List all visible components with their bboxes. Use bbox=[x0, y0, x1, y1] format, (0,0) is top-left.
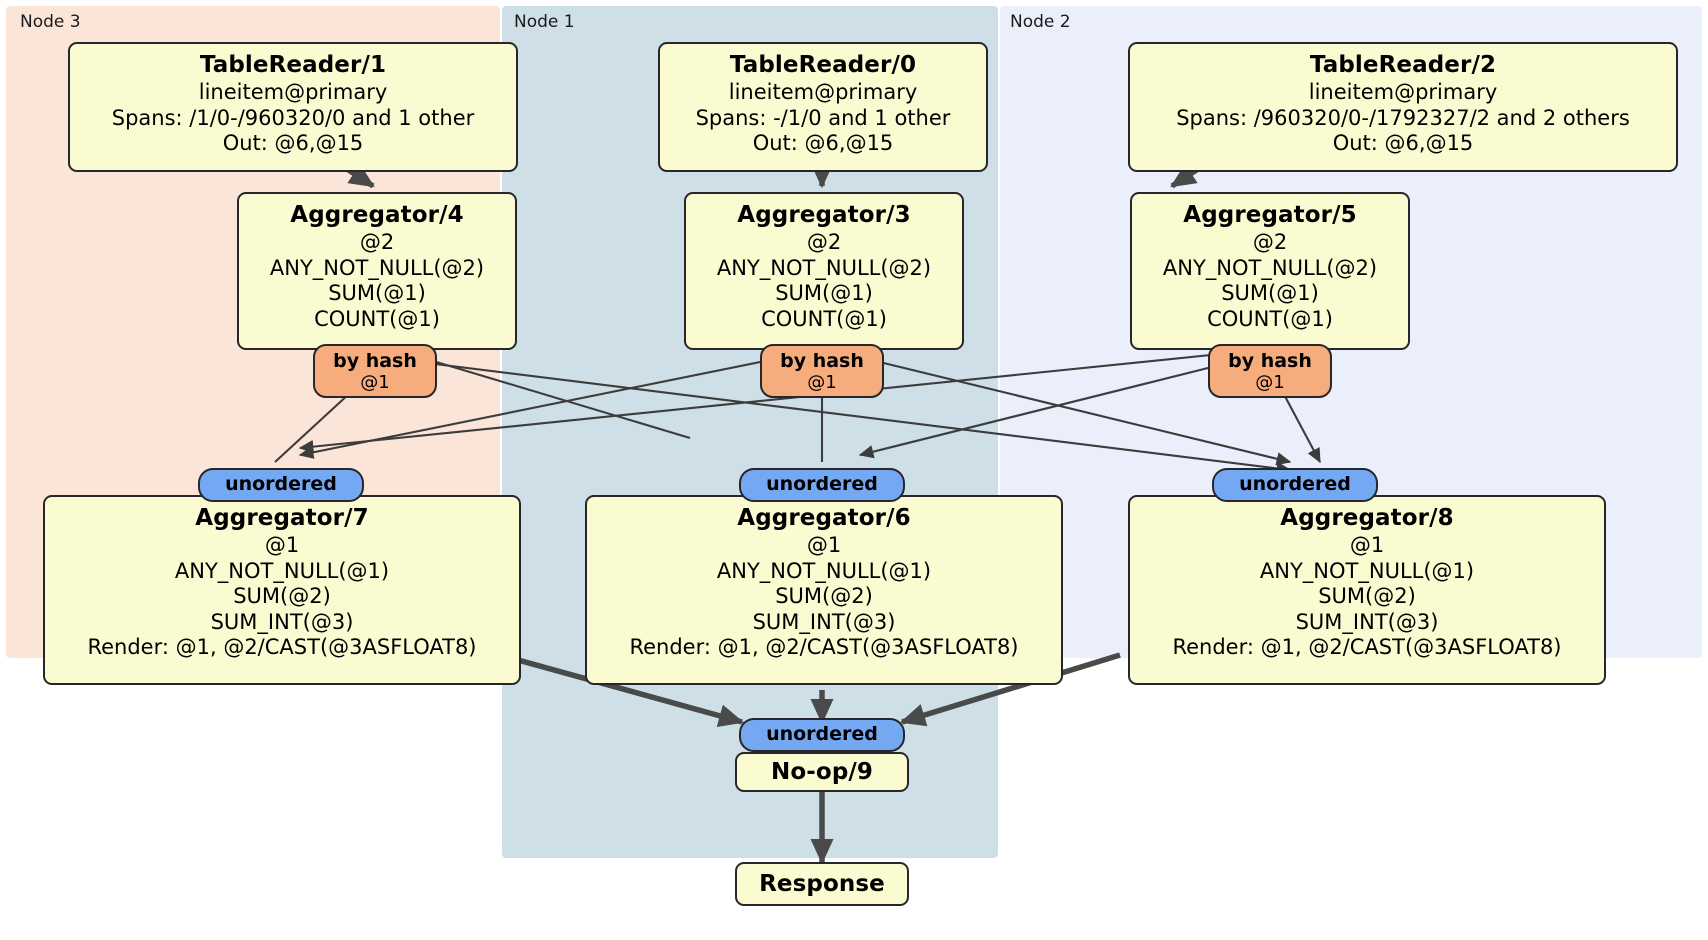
processor-line: Out: @6,@15 bbox=[222, 131, 364, 155]
processor-line: COUNT(@1) bbox=[761, 306, 887, 331]
input-sync-unordered-final[interactable]: unordered bbox=[739, 718, 905, 752]
router-column-label: @1 bbox=[1255, 372, 1285, 393]
processor-aggregator6[interactable]: Aggregator/6 @1 ANY_NOT_NULL(@1) SUM(@2)… bbox=[585, 495, 1063, 685]
processor-aggregator3[interactable]: Aggregator/3 @2 ANY_NOT_NULL(@2) SUM(@1)… bbox=[684, 192, 964, 350]
processor-line: Out: @6,@15 bbox=[752, 131, 894, 155]
processor-render-line: Render: @1, @2/CAST(@3ASFLOAT8) bbox=[1172, 635, 1562, 659]
processor-line: @1 bbox=[1349, 533, 1385, 557]
router-column-label: @1 bbox=[360, 372, 390, 393]
processor-line: @1 bbox=[806, 533, 842, 557]
processor-line: @2 bbox=[806, 230, 842, 254]
processor-title: Aggregator/8 bbox=[1280, 505, 1454, 531]
router-type-label: by hash bbox=[780, 350, 864, 372]
processor-line: SUM_INT(@3) bbox=[752, 609, 896, 634]
processor-line: @2 bbox=[359, 230, 395, 254]
processor-aggregator7[interactable]: Aggregator/7 @1 ANY_NOT_NULL(@1) SUM(@2)… bbox=[43, 495, 521, 685]
processor-line: SUM(@2) bbox=[775, 584, 873, 608]
input-sync-unordered-right[interactable]: unordered bbox=[1212, 468, 1378, 502]
processor-render-line: Render: @1, @2/CAST(@3ASFLOAT8) bbox=[629, 635, 1019, 659]
processor-tablereader1[interactable]: TableReader/1 lineitem@primary Spans: /1… bbox=[68, 42, 518, 172]
processor-title: TableReader/1 bbox=[199, 52, 387, 78]
processor-line: COUNT(@1) bbox=[314, 306, 440, 331]
processor-line: SUM(@1) bbox=[1221, 281, 1319, 305]
processor-line: COUNT(@1) bbox=[1207, 306, 1333, 331]
processor-tablereader0[interactable]: TableReader/0 lineitem@primary Spans: -/… bbox=[658, 42, 988, 172]
processor-line: Out: @6,@15 bbox=[1332, 131, 1474, 155]
router-type-label: by hash bbox=[1228, 350, 1312, 372]
processor-line: ANY_NOT_NULL(@2) bbox=[716, 255, 932, 280]
processor-aggregator5[interactable]: Aggregator/5 @2 ANY_NOT_NULL(@2) SUM(@1)… bbox=[1130, 192, 1410, 350]
panel-label-node3: Node 3 bbox=[20, 12, 81, 32]
processor-line: @2 bbox=[1252, 230, 1288, 254]
output-router-by-hash-left[interactable]: by hash @1 bbox=[313, 344, 437, 398]
processor-response[interactable]: Response bbox=[735, 862, 909, 906]
processor-aggregator4[interactable]: Aggregator/4 @2 ANY_NOT_NULL(@2) SUM(@1)… bbox=[237, 192, 517, 350]
processor-line: SUM_INT(@3) bbox=[1295, 609, 1439, 634]
processor-title: Aggregator/6 bbox=[737, 505, 911, 531]
processor-line: SUM_INT(@3) bbox=[210, 609, 354, 634]
processor-line: SUM(@1) bbox=[328, 281, 426, 305]
input-sync-unordered-left[interactable]: unordered bbox=[198, 468, 364, 502]
processor-line: Spans: /960320/0-/1792327/2 and 2 others bbox=[1176, 105, 1630, 130]
processor-line: lineitem@primary bbox=[1308, 80, 1498, 104]
processor-title: No-op/9 bbox=[771, 759, 873, 785]
processor-tablereader2[interactable]: TableReader/2 lineitem@primary Spans: /9… bbox=[1128, 42, 1678, 172]
processor-aggregator8[interactable]: Aggregator/8 @1 ANY_NOT_NULL(@1) SUM(@2)… bbox=[1128, 495, 1606, 685]
processor-line: SUM(@2) bbox=[233, 584, 331, 608]
processor-title: Aggregator/5 bbox=[1183, 202, 1357, 228]
processor-line: ANY_NOT_NULL(@1) bbox=[1259, 558, 1475, 583]
router-column-label: @1 bbox=[807, 372, 837, 393]
processor-line: SUM(@2) bbox=[1318, 584, 1416, 608]
processor-line: @1 bbox=[264, 533, 300, 557]
processor-line: Spans: /1/0-/960320/0 and 1 other bbox=[111, 105, 475, 130]
output-router-by-hash-right[interactable]: by hash @1 bbox=[1208, 344, 1332, 398]
processor-title: TableReader/2 bbox=[1309, 52, 1497, 78]
processor-line: Spans: -/1/0 and 1 other bbox=[695, 105, 951, 130]
processor-title: Aggregator/4 bbox=[290, 202, 464, 228]
processor-render-line: Render: @1, @2/CAST(@3ASFLOAT8) bbox=[87, 635, 477, 659]
processor-line: ANY_NOT_NULL(@1) bbox=[716, 558, 932, 583]
processor-title: TableReader/0 bbox=[729, 52, 917, 78]
processor-line: ANY_NOT_NULL(@2) bbox=[1162, 255, 1378, 280]
processor-line: SUM(@1) bbox=[775, 281, 873, 305]
panel-label-node2: Node 2 bbox=[1010, 12, 1071, 32]
processor-line: ANY_NOT_NULL(@2) bbox=[269, 255, 485, 280]
processor-title: Response bbox=[759, 871, 885, 897]
processor-noop9[interactable]: No-op/9 bbox=[735, 752, 909, 792]
processor-title: Aggregator/3 bbox=[737, 202, 911, 228]
router-type-label: by hash bbox=[333, 350, 417, 372]
processor-line: lineitem@primary bbox=[728, 80, 918, 104]
processor-title: Aggregator/7 bbox=[195, 505, 369, 531]
processor-line: lineitem@primary bbox=[198, 80, 388, 104]
input-sync-unordered-center[interactable]: unordered bbox=[739, 468, 905, 502]
output-router-by-hash-center[interactable]: by hash @1 bbox=[760, 344, 884, 398]
processor-line: ANY_NOT_NULL(@1) bbox=[174, 558, 390, 583]
panel-label-node1: Node 1 bbox=[514, 12, 575, 32]
